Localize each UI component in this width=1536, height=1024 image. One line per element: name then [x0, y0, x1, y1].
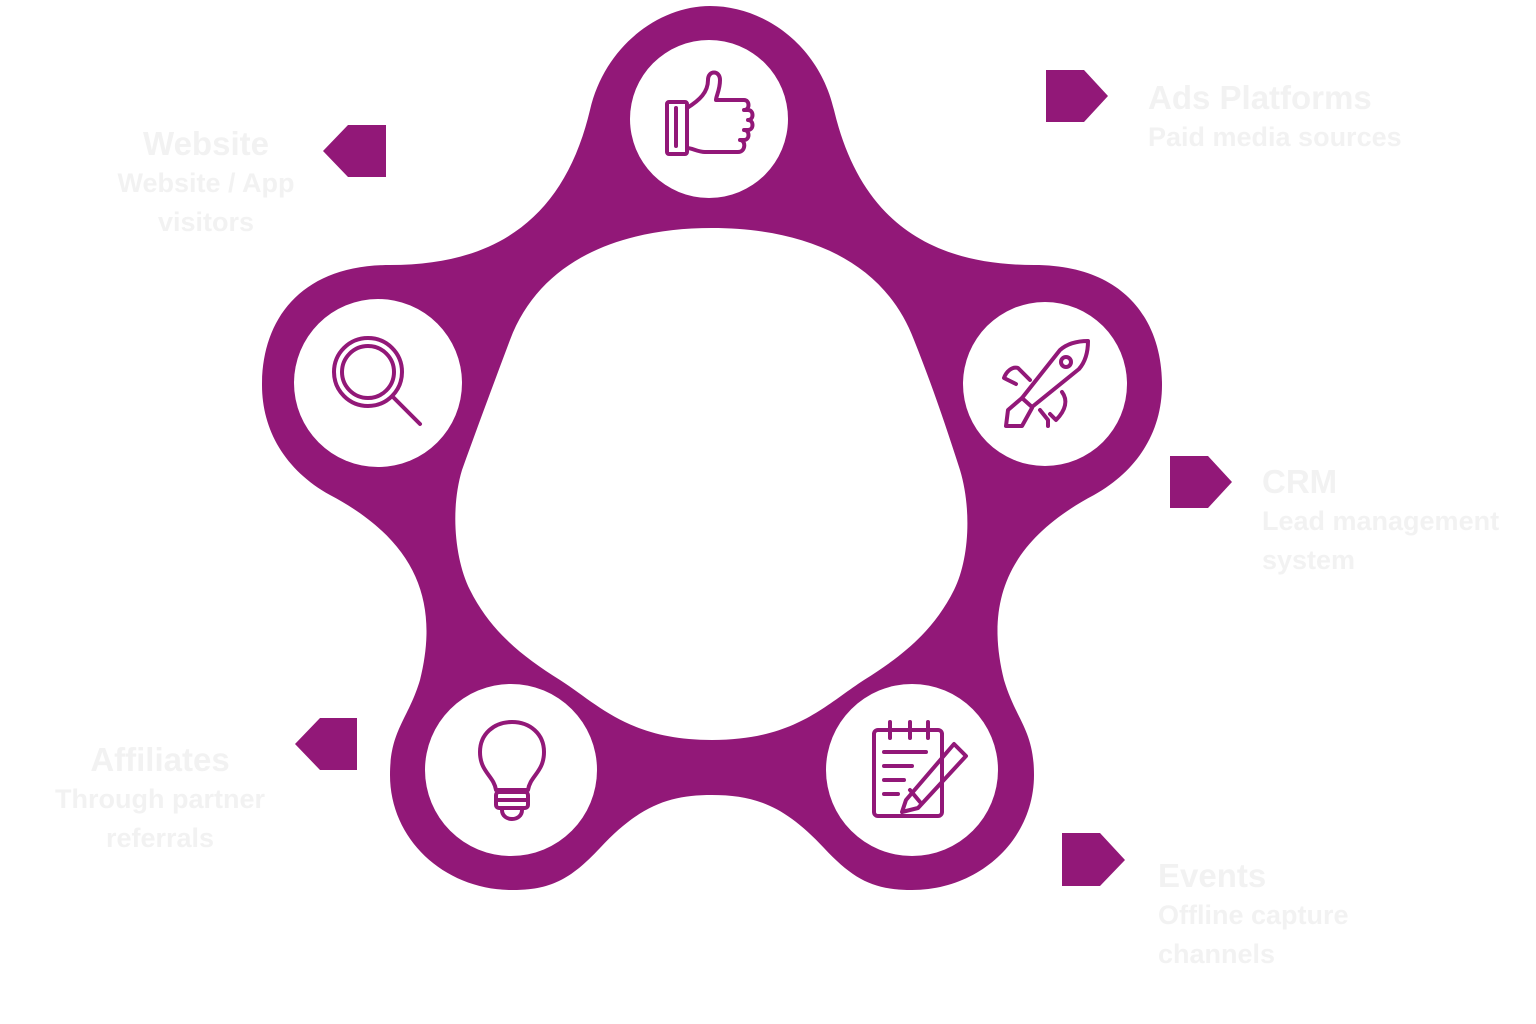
node-affiliates	[425, 684, 597, 856]
label-website: Website Website / App visitors	[90, 124, 322, 242]
node-circle	[294, 299, 462, 467]
node-events	[826, 684, 998, 856]
node-circle	[826, 684, 998, 856]
label-title: CRM	[1262, 463, 1338, 500]
label-desc: Website / App	[117, 168, 295, 198]
node-circle	[630, 40, 788, 198]
label-desc: Paid media sources	[1148, 122, 1402, 152]
label-title: Affiliates	[90, 741, 230, 778]
marker-website	[323, 125, 386, 177]
notepad-pencil-icon	[872, 720, 968, 818]
node-crm	[963, 302, 1127, 466]
node-website	[294, 299, 462, 467]
label-title: Events	[1158, 857, 1267, 894]
label-crm: CRM Lead management system	[1262, 462, 1534, 580]
rocket-icon	[1002, 339, 1090, 428]
node-circle	[425, 684, 597, 856]
label-title: Ads Platforms	[1148, 79, 1372, 116]
label-desc: system	[1262, 545, 1356, 575]
node-ads	[630, 40, 788, 198]
search-icon	[332, 336, 422, 426]
marker-events	[1062, 833, 1125, 886]
marker-ads	[1046, 70, 1108, 122]
label-desc: referrals	[105, 823, 215, 853]
label-desc: Lead management	[1262, 506, 1500, 536]
thumbs-up-icon	[665, 70, 755, 156]
label-ads: Ads Platforms Paid media sources	[1148, 78, 1508, 157]
label-desc: Offline capture	[1158, 900, 1349, 930]
node-circle	[963, 302, 1127, 466]
label-desc: visitors	[157, 207, 255, 237]
lightbulb-icon	[478, 720, 546, 821]
ring-hole	[455, 228, 968, 740]
label-desc: Through partner	[55, 784, 265, 814]
label-events: Events Offline capture channels	[1158, 856, 1458, 974]
label-affiliates: Affiliates Through partner referrals	[30, 740, 290, 858]
label-desc: channels	[1158, 939, 1276, 969]
marker-affiliates	[295, 718, 357, 770]
marker-crm	[1170, 456, 1232, 508]
label-title: Website	[143, 125, 269, 162]
